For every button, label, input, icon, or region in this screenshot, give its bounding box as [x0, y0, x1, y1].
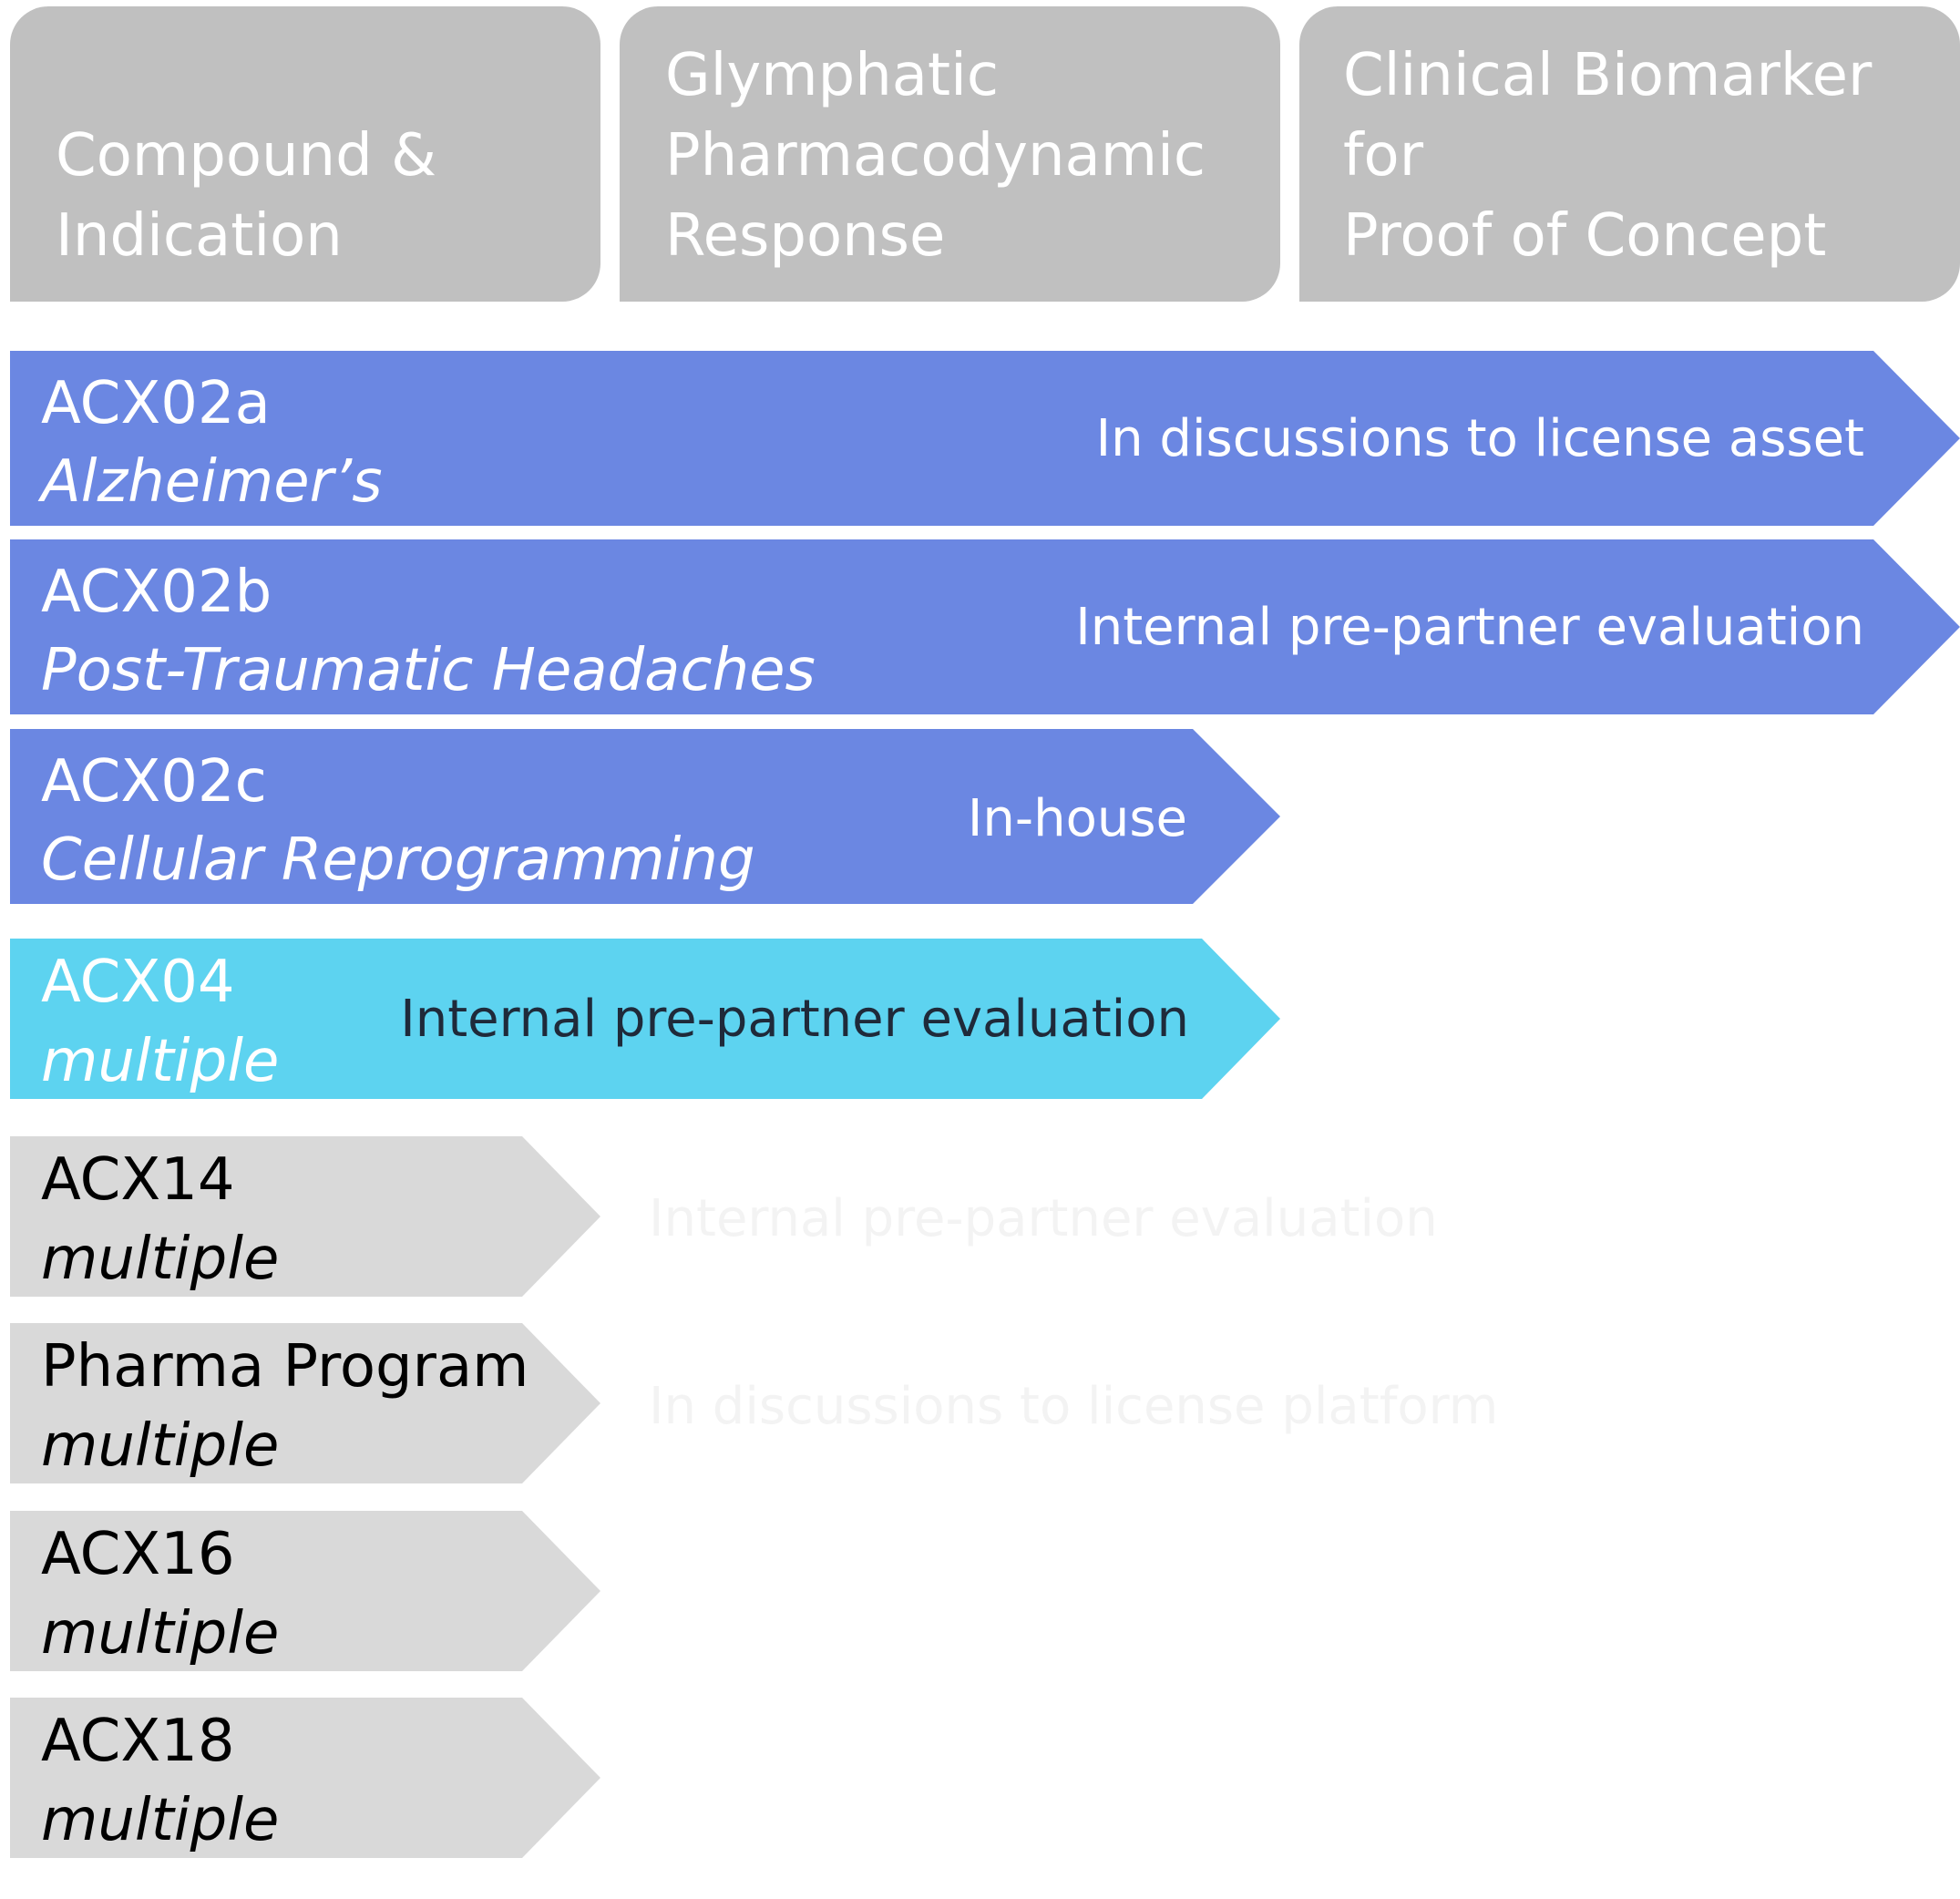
progress-arrow — [10, 939, 1280, 1099]
pipeline-row-acx04: ACX04 multiple Internal pre-partner eval… — [10, 939, 1280, 1099]
compound-indication: Cellular Reprogramming — [41, 826, 755, 894]
pipeline-row-acx02b: ACX02b Post-Traumatic Headaches Internal… — [10, 539, 1960, 714]
progress-arrow — [10, 1511, 600, 1671]
compound-code: ACX02b — [41, 559, 272, 626]
progress-arrow — [10, 1698, 600, 1858]
compound-indication: multiple — [41, 1600, 280, 1668]
compound-code: Pharma Program — [41, 1333, 529, 1401]
compound-code: ACX16 — [41, 1521, 235, 1588]
compound-code: ACX02a — [41, 370, 271, 437]
compound-indication: multiple — [41, 1226, 280, 1293]
progress-arrow — [10, 1136, 600, 1297]
progress-arrow — [10, 729, 1280, 904]
pipeline-row-pharma-program: Pharma Program multiple — [10, 1323, 600, 1483]
compound-indication: multiple — [41, 1028, 280, 1095]
header-clinical-biomarker: Clinical Biomarker for Proof of Concept — [1299, 6, 1960, 302]
header-compound-indication-label: Compound & Indication — [56, 122, 436, 270]
pipeline-row-acx16: ACX16 multiple — [10, 1511, 600, 1671]
header-clinical-biomarker-label: Clinical Biomarker for Proof of Concept — [1343, 42, 1873, 270]
compound-status: Internal pre-partner evaluation — [1075, 598, 1864, 657]
pipeline-row-acx14: ACX14 multiple — [10, 1136, 600, 1297]
compound-status: Internal pre-partner evaluation — [400, 990, 1189, 1049]
header-glymphatic-response: Glymphatic Pharmacodynamic Response — [620, 6, 1280, 302]
compound-status: In-house — [967, 789, 1187, 848]
compound-status-faint: In discussions to license platform — [649, 1377, 1499, 1436]
compound-code: ACX18 — [41, 1708, 235, 1775]
progress-arrow — [10, 539, 1960, 714]
progress-arrow — [10, 351, 1960, 526]
compound-indication: Post-Traumatic Headaches — [41, 637, 816, 704]
compound-indication: multiple — [41, 1787, 280, 1854]
compound-indication: multiple — [41, 1412, 280, 1480]
compound-code: ACX02c — [41, 748, 267, 816]
pipeline-row-acx18: ACX18 multiple — [10, 1698, 600, 1858]
header-glymphatic-response-label: Glymphatic Pharmacodynamic Response — [665, 42, 1206, 270]
compound-code: ACX04 — [41, 949, 235, 1016]
compound-status: In discussions to license asset — [1095, 409, 1864, 468]
compound-status-faint: Internal pre-partner evaluation — [649, 1189, 1438, 1248]
progress-arrow — [10, 1323, 600, 1483]
pipeline-row-acx02c: ACX02c Cellular Reprogramming In-house — [10, 729, 1280, 904]
compound-code: ACX14 — [41, 1146, 235, 1214]
header-compound-indication: Compound & Indication — [10, 6, 600, 302]
compound-indication: Alzheimer’s — [41, 448, 383, 516]
pipeline-row-acx02a: ACX02a Alzheimer’s In discussions to lic… — [10, 351, 1960, 526]
